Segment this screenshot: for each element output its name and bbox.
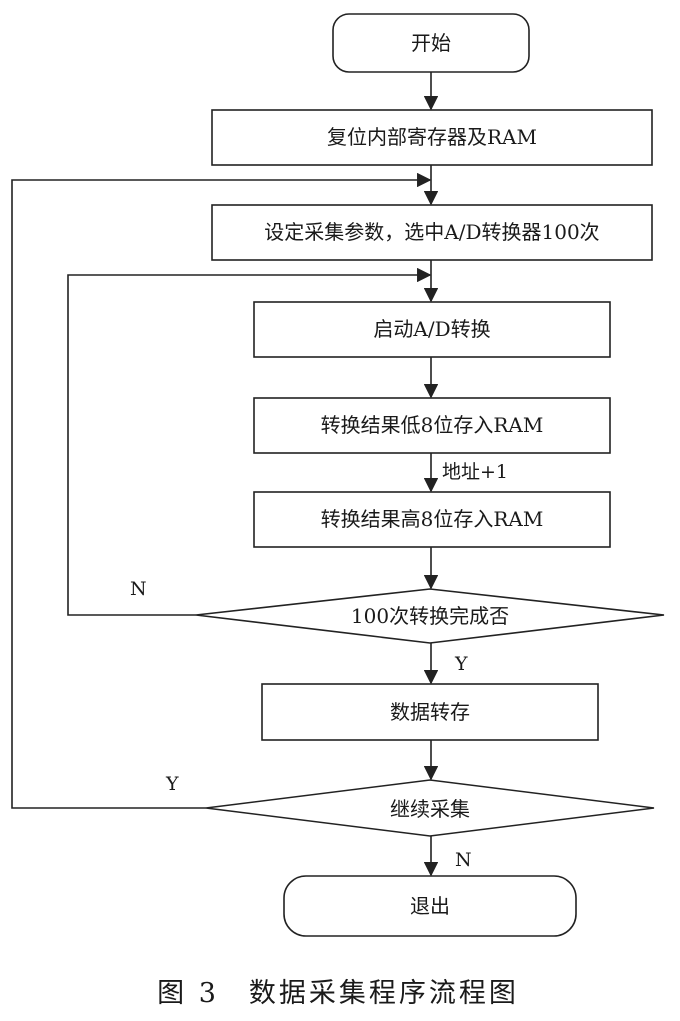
setup-label: 设定采集参数，选中A/D转换器100次 bbox=[264, 220, 599, 244]
check-100-diamond bbox=[195, 588, 665, 644]
reset-label: 复位内部寄存器及RAM bbox=[327, 125, 537, 149]
addr-inc-label: 地址+1 bbox=[442, 461, 508, 483]
figure-caption: 图 3 数据采集程序流程图 bbox=[157, 978, 519, 1009]
reset-box bbox=[211, 109, 653, 166]
check-100-label: 100次转换完成否 bbox=[351, 604, 509, 628]
save-data-label: 数据转存 bbox=[390, 700, 470, 724]
store-high-label: 转换结果高8位存入RAM bbox=[321, 507, 544, 531]
store-low-label: 转换结果低8位存入RAM bbox=[321, 413, 544, 437]
loop-continue-yes bbox=[11, 172, 432, 809]
continue-yes-label: Y bbox=[165, 773, 179, 795]
store-low-box bbox=[253, 397, 611, 454]
start-label: 开始 bbox=[411, 31, 451, 55]
exit-label: 退出 bbox=[410, 894, 450, 918]
continue-diamond bbox=[205, 779, 655, 837]
continue-no-label: N bbox=[455, 849, 472, 871]
loop-check-no bbox=[67, 267, 432, 616]
start-ad-box bbox=[253, 301, 611, 358]
check-yes-label: Y bbox=[454, 653, 468, 675]
continue-label: 继续采集 bbox=[390, 797, 470, 821]
start-ad-label: 启动A/D转换 bbox=[373, 317, 490, 341]
store-high-box bbox=[253, 491, 611, 548]
check-no-label: N bbox=[130, 578, 147, 600]
